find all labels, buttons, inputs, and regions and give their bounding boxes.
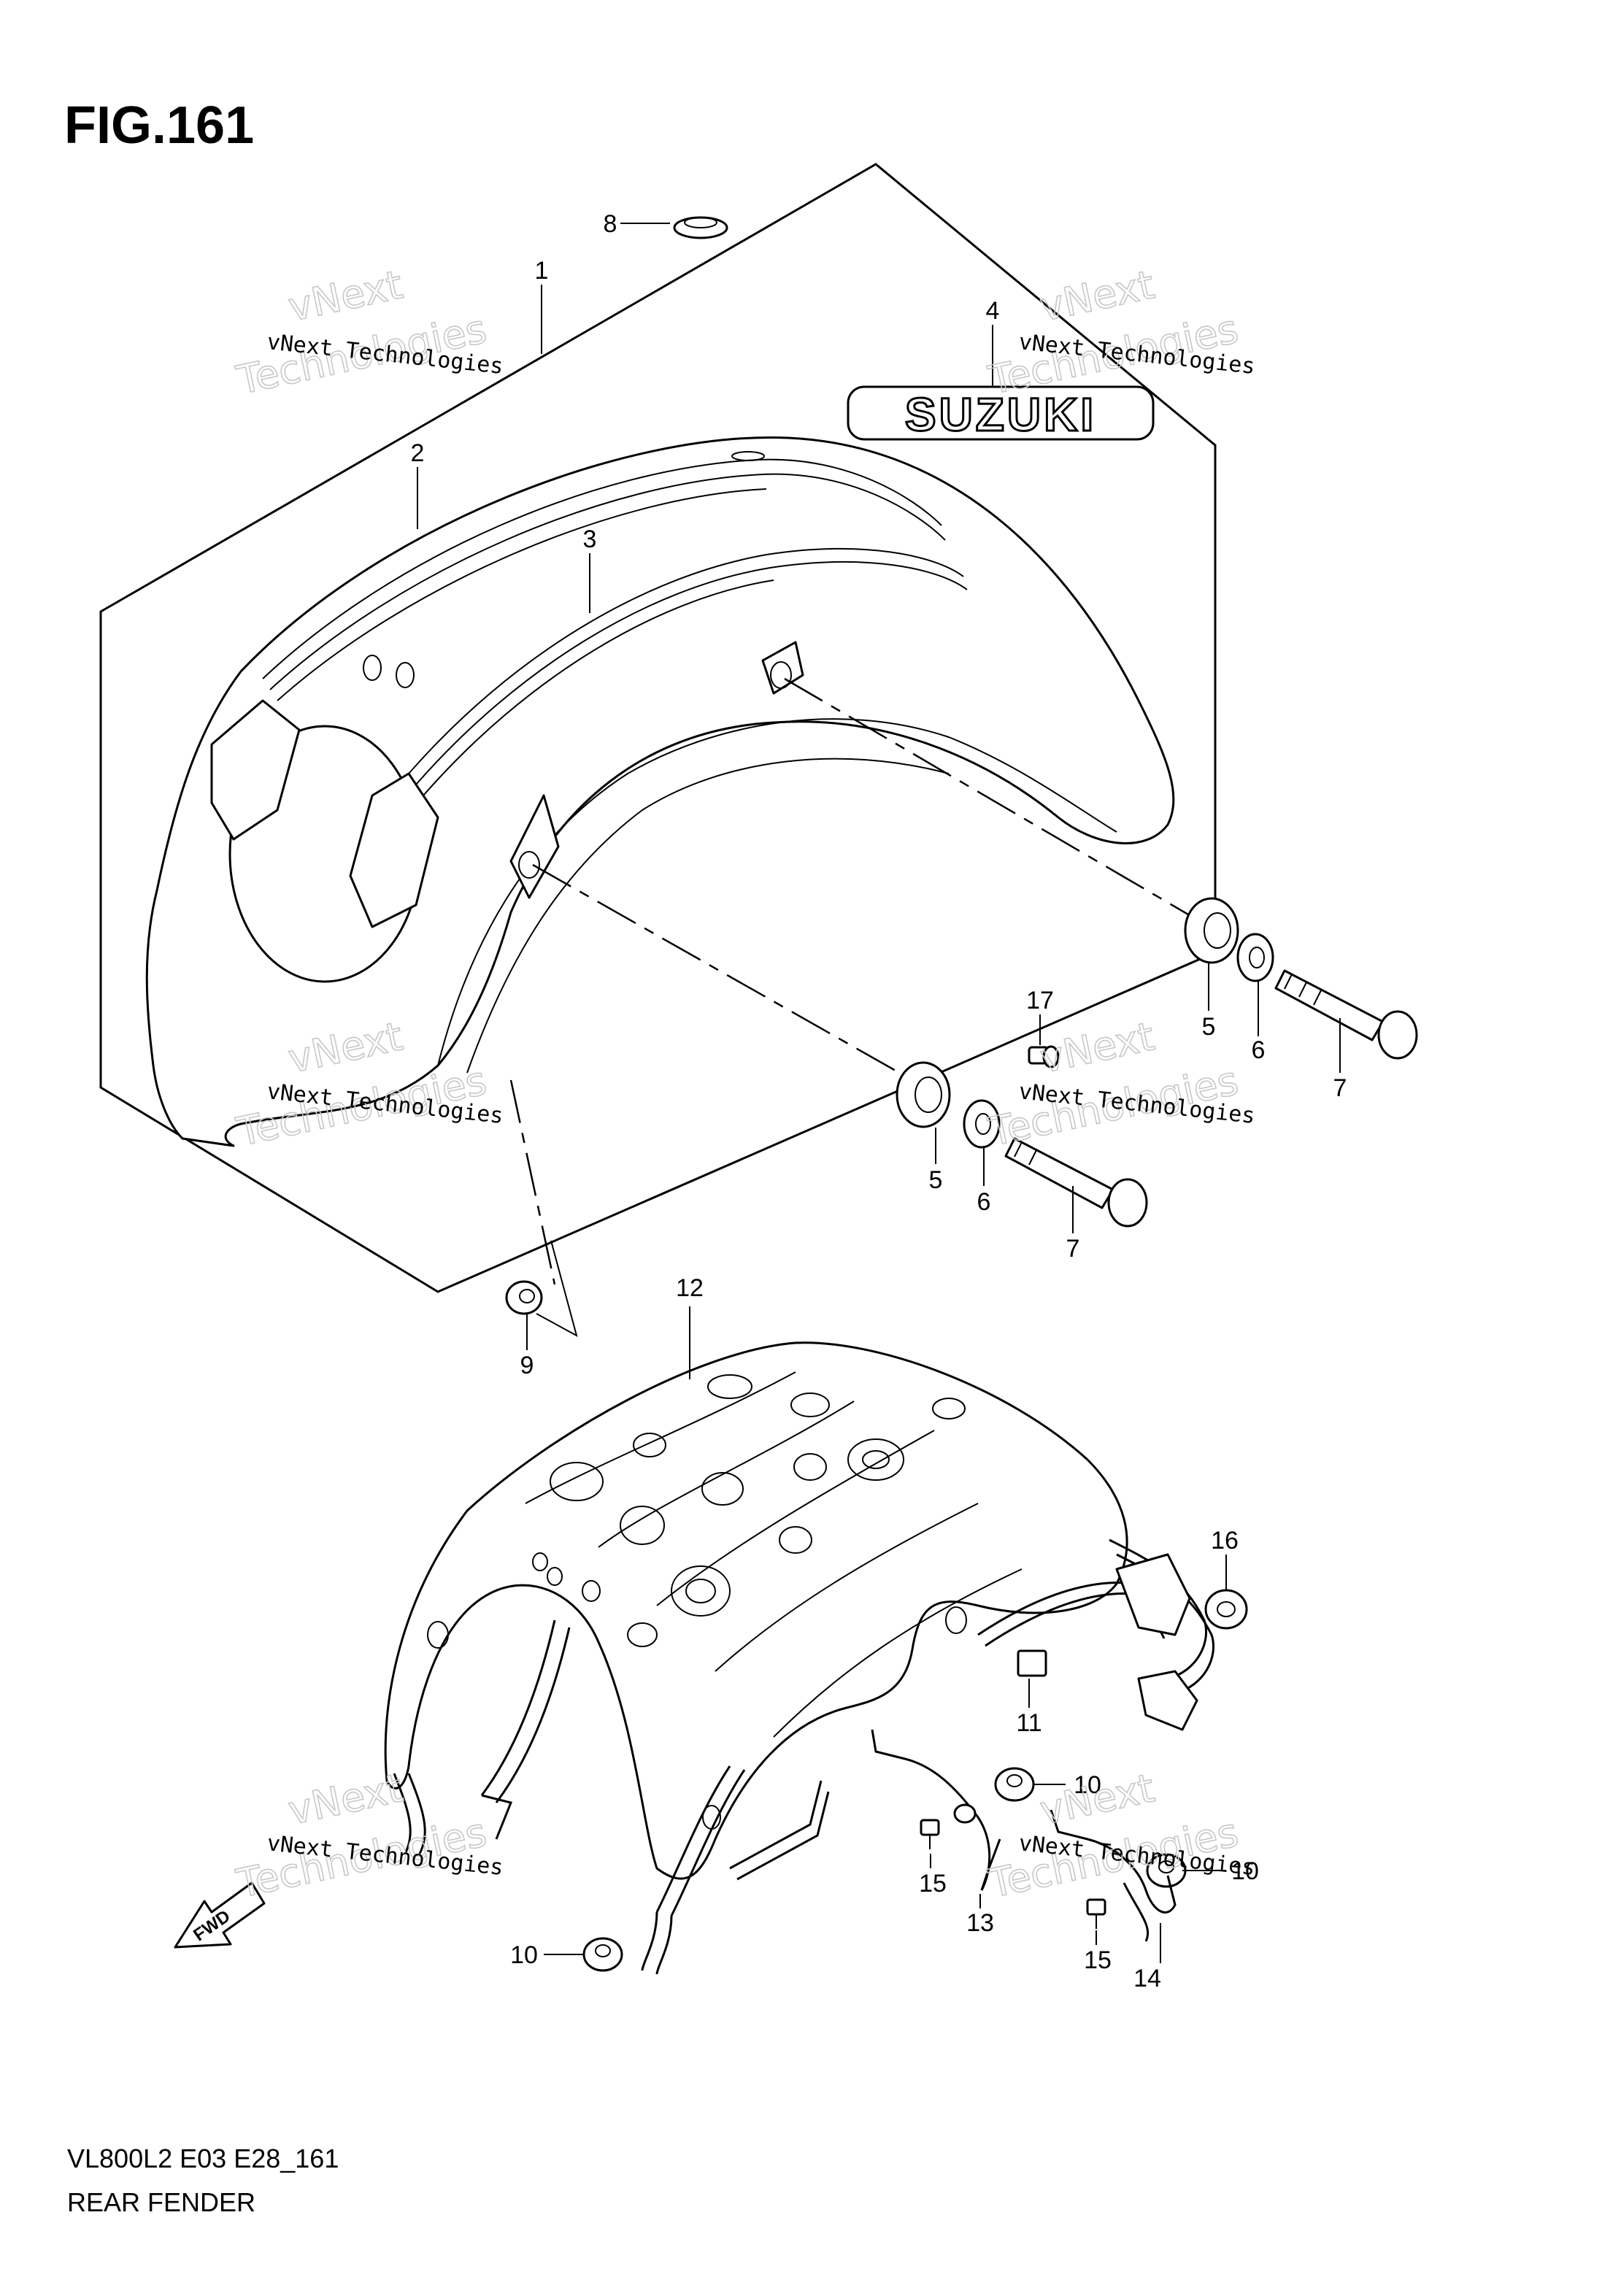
callout-14: 14	[1133, 1965, 1161, 1992]
clip-part-10-c	[582, 1937, 623, 1972]
model-code: VL800L2 E03 E28_161	[67, 2143, 339, 2173]
center-line-nut	[509, 1079, 556, 1285]
inner-fender-part-12	[384, 1341, 1128, 1880]
nut-part-16	[1204, 1589, 1248, 1630]
screw-part-15-b	[1086, 1898, 1106, 1929]
callout-16: 16	[1211, 1527, 1239, 1555]
callout-6-upper: 6	[1252, 1036, 1266, 1064]
callout-10-a: 10	[1074, 1771, 1101, 1799]
callout-5-lower: 5	[929, 1166, 943, 1194]
callout-6-lower: 6	[977, 1188, 991, 1216]
callout-17: 17	[1026, 987, 1054, 1014]
callout-8: 8	[604, 210, 617, 238]
svg-text:vNext: vNext	[1036, 1765, 1158, 1833]
clip-part-10-a	[994, 1767, 1035, 1802]
svg-text:vNext: vNext	[285, 261, 407, 330]
callout-9: 9	[520, 1352, 534, 1379]
callout-3: 3	[583, 525, 597, 553]
nut-part-9	[505, 1280, 543, 1315]
washer-part-6-upper	[1236, 933, 1274, 982]
rear-fender	[145, 436, 1175, 1147]
callout-12: 12	[676, 1274, 704, 1302]
figure-title: FIG.161	[64, 96, 254, 155]
washer-part-6-lower	[963, 1099, 1001, 1149]
emblem-text: SUZUKI	[905, 388, 1096, 441]
callout-2: 2	[411, 439, 425, 467]
callout-13: 13	[966, 1909, 994, 1937]
cushion-part-5-upper	[1184, 897, 1239, 964]
bolt-part-7-lower	[1004, 1137, 1148, 1228]
callout-15-b: 15	[1084, 1946, 1112, 1974]
watermark-top-right: vNext Technologies vNext Technologies	[984, 261, 1256, 404]
watermark-bottom-left: vNext Technologies vNext Technologies	[232, 1764, 504, 1907]
harness-part-13	[871, 1729, 1001, 1891]
harness-part-14	[1050, 1809, 1177, 1942]
center-line-lower	[532, 863, 913, 1082]
leader-lines	[417, 223, 1341, 1963]
callout-1: 1	[535, 257, 549, 285]
bolt-part-7-upper	[1274, 969, 1418, 1060]
fender-frame-rails	[393, 1538, 1215, 1975]
callout-10-b: 10	[1231, 1857, 1259, 1885]
label-part-11	[1017, 1649, 1047, 1677]
callout-4: 4	[986, 297, 1000, 325]
svg-text:vNext: vNext	[1036, 261, 1158, 330]
suzuki-emblem: SUZUKI	[847, 385, 1155, 442]
callout-15-a: 15	[919, 1870, 947, 1898]
center-line-upper	[784, 677, 1198, 921]
callout-5-upper: 5	[1202, 1013, 1216, 1041]
nut-leader-bracket	[536, 1240, 578, 1337]
screw-part-15-a	[920, 1819, 940, 1849]
callout-7-lower: 7	[1066, 1235, 1080, 1263]
callout-7-upper: 7	[1333, 1074, 1347, 1102]
callout-11: 11	[1016, 1709, 1041, 1737]
grommet-part-8	[673, 216, 728, 239]
callout-10-c: 10	[510, 1941, 538, 1969]
svg-text:vNext: vNext	[285, 1765, 407, 1833]
cushion-part-5-lower	[896, 1061, 951, 1128]
section-name: REAR FENDER	[67, 2187, 255, 2217]
bolt-part-17	[1028, 1045, 1060, 1068]
watermark-top-left: vNext Technologies vNext Technologies	[232, 261, 504, 404]
forward-direction-arrow: FWD	[174, 1881, 266, 1949]
